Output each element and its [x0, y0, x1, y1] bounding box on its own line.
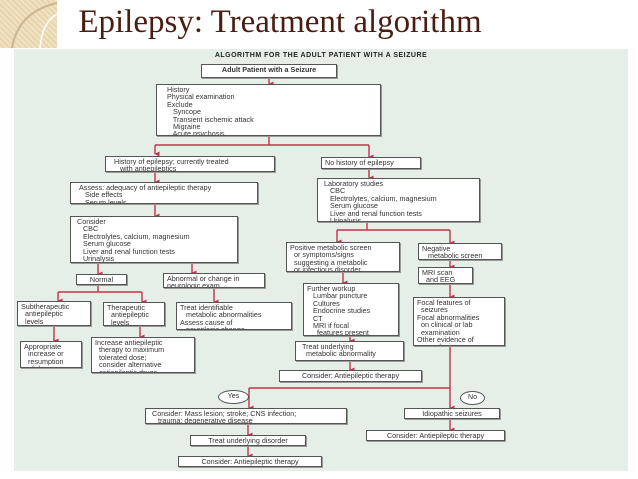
- box-positive-metabolic: Positive metabolic screen or symptoms/si…: [286, 242, 400, 272]
- box-consider-antiepileptic-bottom: Consider: Antiepileptic therapy: [178, 456, 322, 467]
- box-history: History Physical examination Exclude Syn…: [156, 84, 381, 136]
- box-increase-therapy: Increase antiepileptic therapy to maximu…: [91, 337, 195, 373]
- box-mri-eeg: MRI scan and EEG: [418, 267, 473, 284]
- box-further-workup: Further workup Lumbar puncture Cultures …: [303, 283, 399, 336]
- box-idiopathic: Idiopathic seizures: [404, 408, 500, 419]
- no-label: No: [460, 391, 485, 405]
- box-laboratory-studies: Laboratory studies CBC Electrolytes, cal…: [317, 178, 480, 222]
- box-treat-identifiable: Treat identifiable metabolic abnormaliti…: [176, 302, 292, 330]
- box-assess: Assess: adequacy of antiepileptic therap…: [70, 182, 258, 204]
- box-abnormal: Abnormal or change in neurologic exam: [163, 273, 265, 288]
- box-consider-labs: Consider CBC Electrolytes, calcium, magn…: [70, 216, 238, 263]
- box-consider-antiepileptic-right: Consider: Antiepileptic therapy: [366, 430, 505, 441]
- box-focal-features: Focal features of seizures Focal abnorma…: [413, 297, 505, 346]
- yes-label: Yes: [218, 390, 249, 404]
- box-therapeutic: Therapeutic antiepileptic levels: [103, 302, 165, 326]
- box-treat-disorder: Treat underlying disorder: [190, 435, 306, 446]
- box-normal: Normal: [76, 274, 127, 285]
- box-negative-metabolic: Negative metabolic screen: [418, 243, 502, 260]
- box-treat-metabolic: Treat underlying metabolic abnormality: [295, 341, 404, 361]
- diagram-heading: ALGORITHM FOR THE ADULT PATIENT WITH A S…: [214, 52, 428, 59]
- box-no-history: No history of epilepsy: [321, 157, 421, 169]
- box-adult-patient: Adult Patient with a Seizure: [201, 64, 337, 78]
- slide-title: Epilepsy: Treatment algorithm: [78, 4, 482, 40]
- box-history-of-epilepsy: History of epilepsy; currently treated w…: [105, 156, 275, 172]
- box-subtherapeutic: Subtherapeutic antiepileptic levels: [17, 301, 91, 326]
- corner-decoration: [0, 0, 57, 48]
- box-consider-antiepileptic-mid: Consider: Antiepileptic therapy: [279, 370, 422, 382]
- box-appropriate-increase: Appropriate increase or resumption of do…: [20, 341, 82, 368]
- box-mass-lesion: Consider: Mass lesion; stroke; CNS infec…: [145, 408, 347, 424]
